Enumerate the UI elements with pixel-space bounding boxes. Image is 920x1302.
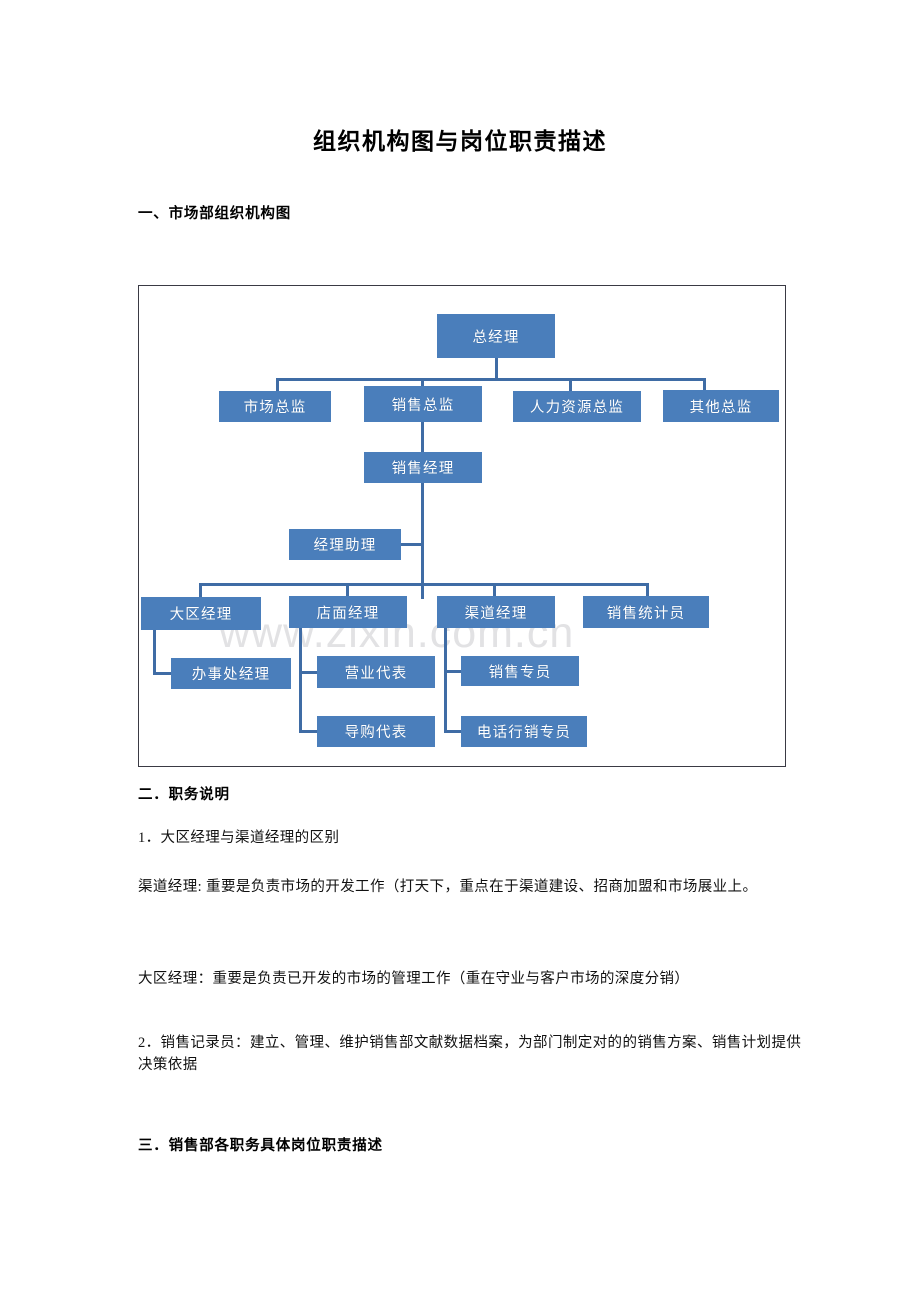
org-connector-store-arm-1 [299,671,319,674]
org-connector-mgr-drop-store [346,583,349,598]
org-node-hr-director[interactable]: 人力资源总监 [513,391,641,422]
section-heading-1: 一、市场部组织机构图 [138,206,291,222]
org-connector-ceo-stem [495,358,498,380]
org-connector-region-arm [153,672,173,675]
org-connector-channel-arm-2 [444,730,463,733]
org-connector-sd-to-sm [421,422,424,454]
org-node-store-manager[interactable]: 店面经理 [289,596,407,628]
org-connector-ceo-bus [276,378,706,381]
org-connector-ceo-drop-sales [421,378,424,388]
paragraph-region-manager: 大区经理：重要是负责已开发的市场的管理工作（重在守业与客户市场的深度分销） [138,971,690,987]
org-connector-ceo-drop-hr [569,378,572,393]
org-chart: www.zixin.com.cn 总经理市场总监销售总监人力资源总监其他总监销售… [138,285,786,767]
org-node-channel-manager[interactable]: 渠道经理 [437,596,555,628]
org-node-sales-manager[interactable]: 销售经理 [364,452,482,483]
org-connector-ceo-drop-other [703,378,706,392]
page-title: 组织机构图与岗位职责描述 [313,129,607,154]
section-heading-2: 二．职务说明 [138,787,230,803]
org-chart-canvas: www.zixin.com.cn 总经理市场总监销售总监人力资源总监其他总监销售… [139,286,785,766]
section-heading-3: 三．销售部各职务具体岗位职责描述 [138,1138,383,1154]
org-node-sales-statist[interactable]: 销售统计员 [583,596,709,628]
org-connector-store-arm-2 [299,730,319,733]
org-connector-channel-arm-1 [444,670,463,673]
org-node-other-director[interactable]: 其他总监 [663,390,779,422]
paragraph-channel-manager: 渠道经理: 重要是负责市场的开发工作（打天下，重点在于渠道建设、招商加盟和市场展… [138,879,758,895]
org-connector-sm-stem [421,483,424,599]
org-connector-ceo-drop-mkt [276,378,279,393]
org-connector-store-vert [299,628,302,733]
org-node-office-manager[interactable]: 办事处经理 [171,658,291,689]
paragraph-sales-recorder: 2．销售记录员：建立、管理、维护销售部文献数据档案，为部门制定对的的销售方案、销… [138,1035,802,1074]
org-node-mkt-director[interactable]: 市场总监 [219,391,331,422]
org-node-guide-rep[interactable]: 导购代表 [317,716,435,747]
org-connector-mgr-drop-statist [646,583,649,598]
org-node-sales-director[interactable]: 销售总监 [364,386,482,422]
org-connector-mgr-drop-channel [493,583,496,598]
org-node-region-manager[interactable]: 大区经理 [141,597,261,630]
org-connector-mgr-bus [199,583,649,586]
org-node-sales-spec[interactable]: 销售专员 [461,656,579,686]
paragraph-region-vs-channel-title: 1．大区经理与渠道经理的区别 [138,830,340,846]
org-connector-asst-link [401,543,423,546]
org-connector-region-vert [153,630,156,674]
org-connector-channel-vert [444,628,447,733]
org-node-ceo[interactable]: 总经理 [437,314,555,358]
org-node-biz-rep[interactable]: 营业代表 [317,656,435,688]
org-connector-mgr-drop-region [199,583,202,599]
org-node-mgr-assistant[interactable]: 经理助理 [289,529,401,560]
org-node-telemkt-spec[interactable]: 电话行销专员 [461,716,587,747]
